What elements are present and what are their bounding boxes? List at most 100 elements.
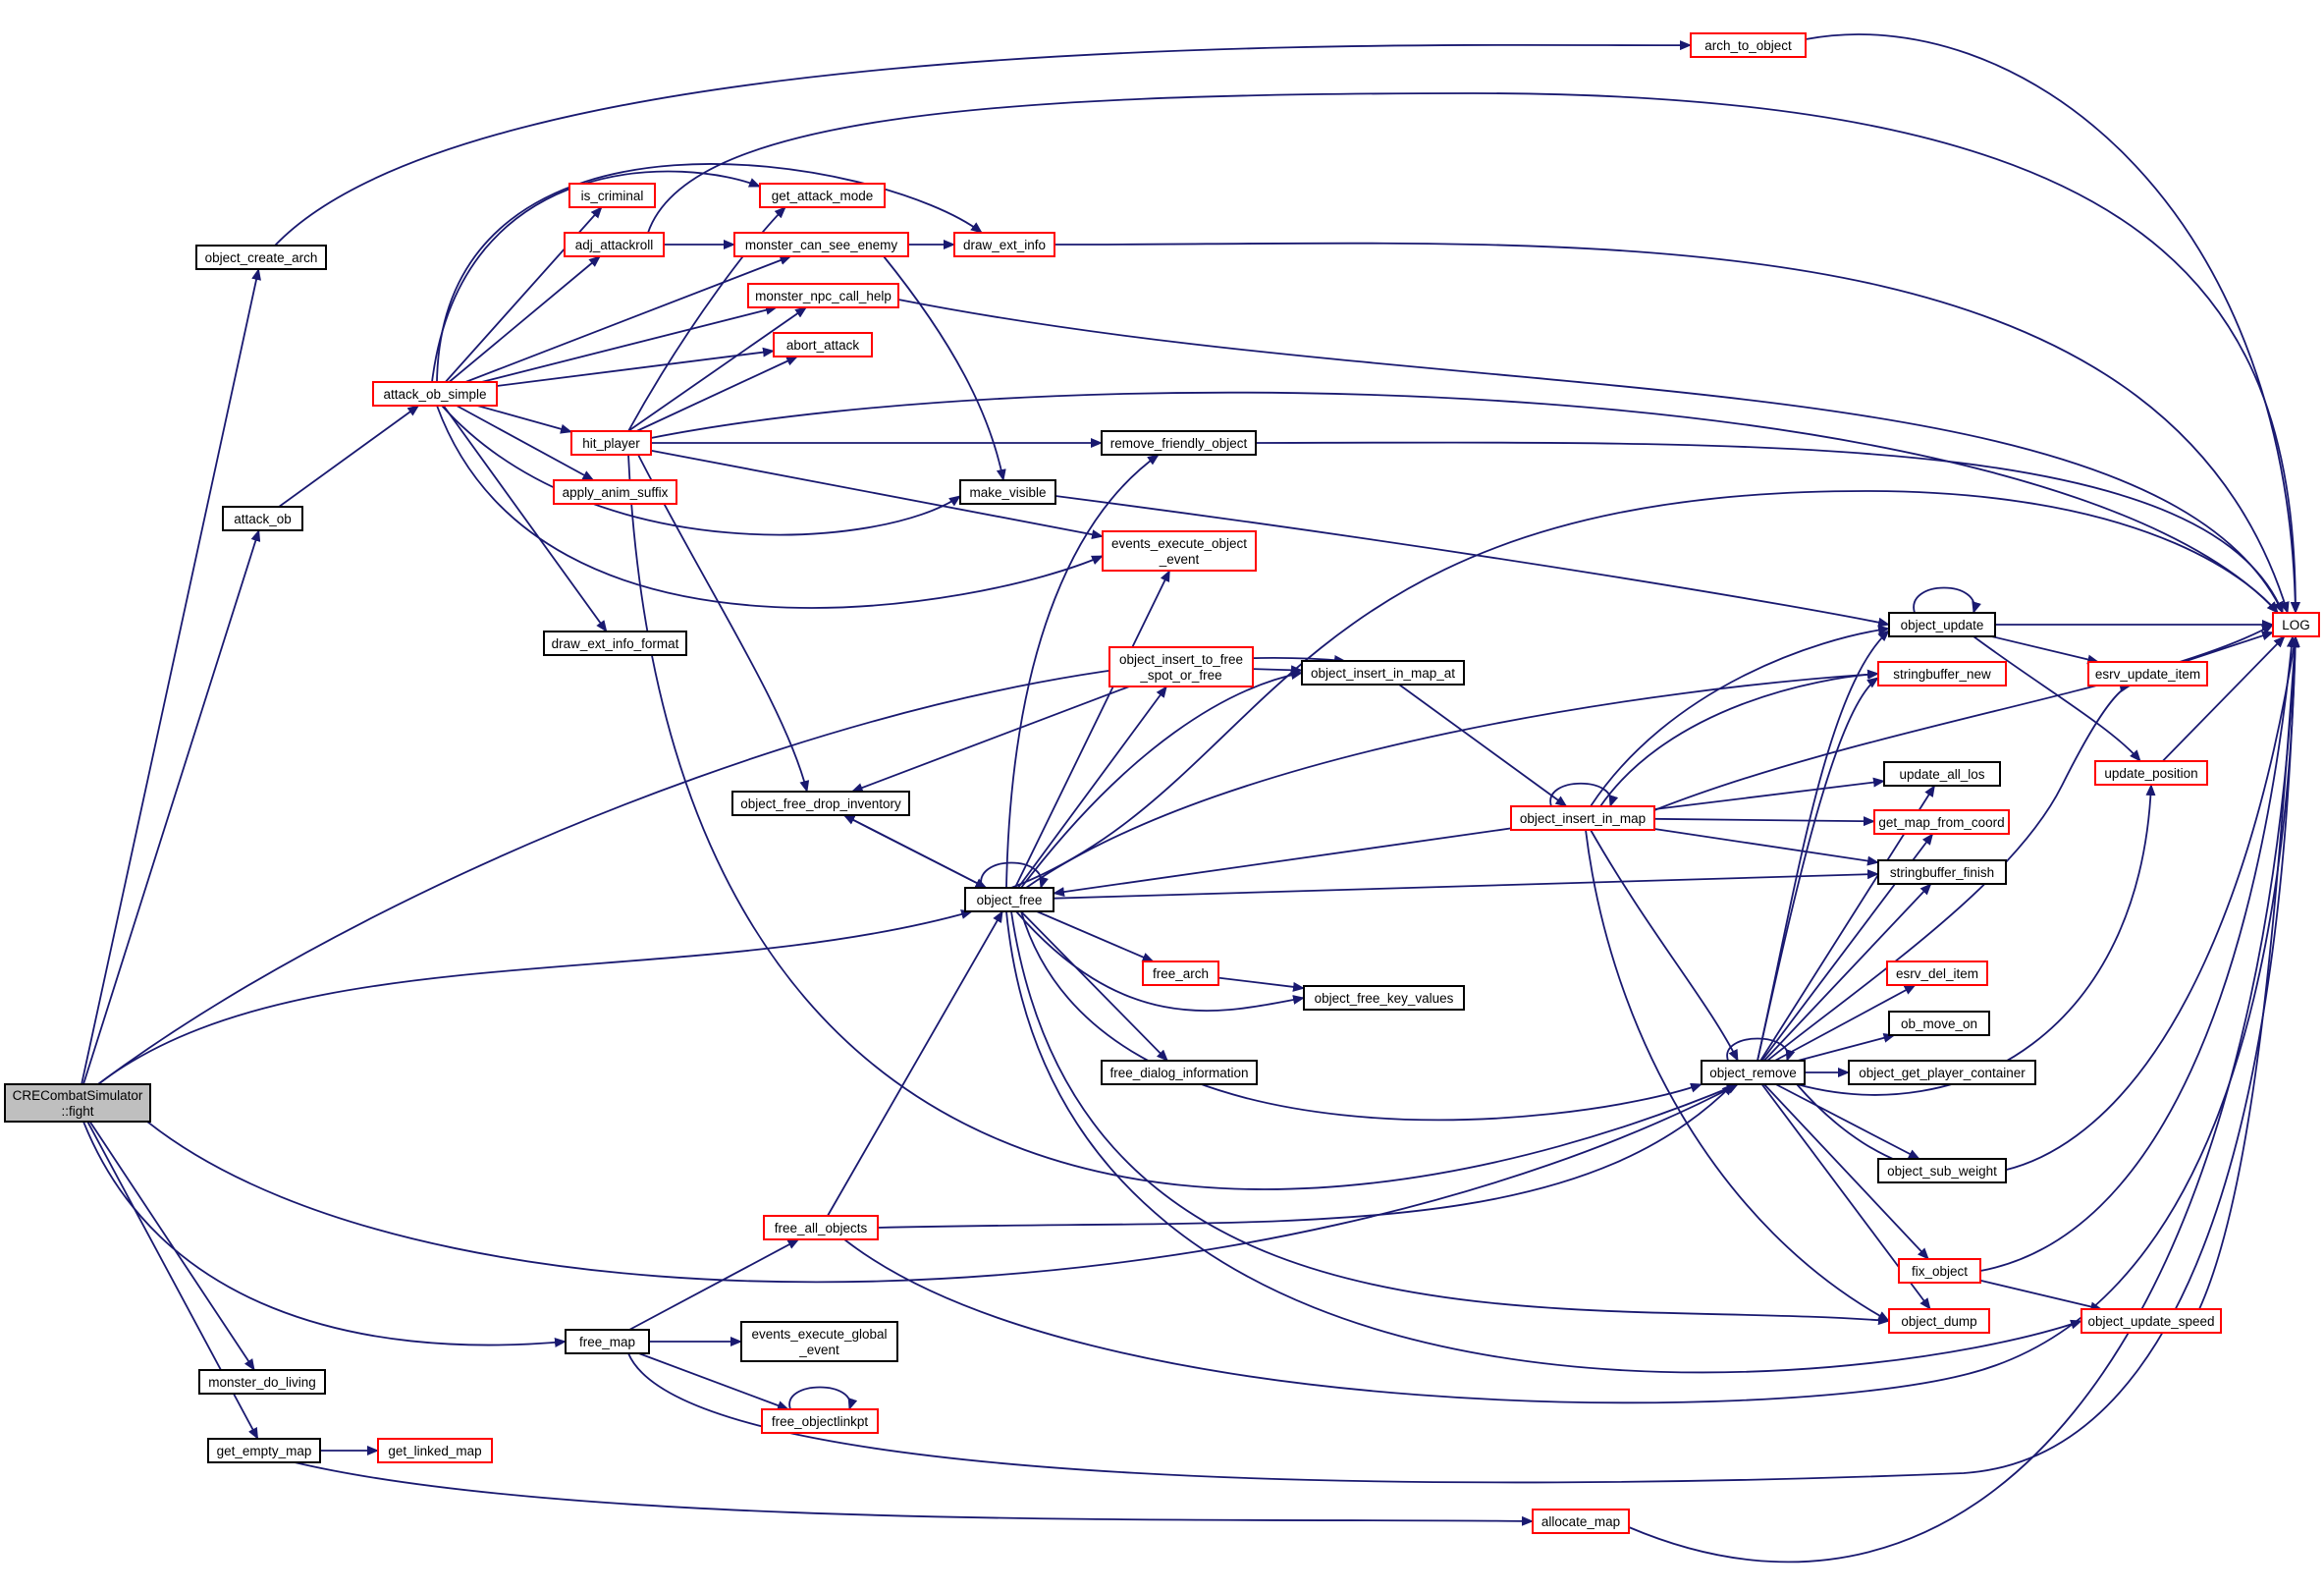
edge-object-remove-to-fix-object bbox=[1763, 1083, 1929, 1260]
edge-fix-object-to-LOG bbox=[1979, 635, 2297, 1272]
node-monster-do-living[interactable]: monster_do_living bbox=[198, 1369, 326, 1395]
node-object-free[interactable]: object_free bbox=[964, 887, 1054, 912]
node-draw-ext-info-format[interactable]: draw_ext_info_format bbox=[543, 631, 687, 656]
node-object-update-speed[interactable]: object_update_speed bbox=[2081, 1308, 2222, 1334]
node-esrv-del-item[interactable]: esrv_del_item bbox=[1886, 961, 1988, 986]
node-box bbox=[1101, 430, 1257, 456]
edge-object-insert-in-map-to-object-update bbox=[1590, 625, 1890, 807]
node-allocate-map[interactable]: allocate_map bbox=[1532, 1509, 1630, 1534]
node-free-all-objects[interactable]: free_all_objects bbox=[763, 1215, 879, 1240]
edge-object-insert-in-map-to-object-free bbox=[1053, 827, 1512, 898]
edge-attack-ob-simple-to-hit-player bbox=[476, 405, 572, 434]
node-label: apply_anim_suffix bbox=[563, 485, 669, 500]
edge-attack-ob-simple-to-apply-anim-suffix bbox=[456, 405, 595, 481]
node-abort-attack[interactable]: abort_attack bbox=[773, 332, 873, 357]
edge-make-visible-to-object-update bbox=[1054, 495, 1890, 628]
node-draw-ext-info[interactable]: draw_ext_info bbox=[953, 232, 1055, 257]
edge-free-all-objects-to-object-free bbox=[827, 910, 1003, 1217]
node-arch-to-object[interactable]: arch_to_object bbox=[1690, 32, 1807, 58]
node-label: draw_ext_info bbox=[963, 238, 1046, 252]
edge-object-insert-in-map-to-object-remove bbox=[1590, 829, 1739, 1062]
edge-object-remove-to-stringbuffer-new bbox=[1757, 677, 1879, 1062]
node-object-dump[interactable]: object_dump bbox=[1888, 1308, 1990, 1334]
node-box bbox=[964, 887, 1054, 912]
node-label: free_dialog_information bbox=[1109, 1066, 1248, 1080]
edge-object-remove-to-update-position bbox=[1796, 784, 2156, 1096]
edge-hit-player-to-object-free-drop-inventory bbox=[637, 454, 810, 793]
node-monster-npc-call-help[interactable]: monster_npc_call_help bbox=[747, 283, 899, 308]
node-get-attack-mode[interactable]: get_attack_mode bbox=[759, 183, 886, 208]
edge-object-update-to-update-position bbox=[1973, 635, 2141, 762]
node-events-execute-global-event[interactable]: events_execute_global_event bbox=[740, 1321, 898, 1362]
edge-monster-can-see-enemy-to-make-visible bbox=[883, 255, 1006, 481]
node-box bbox=[733, 232, 909, 257]
node-object-free-drop-inventory[interactable]: object_free_drop_inventory bbox=[731, 791, 910, 816]
node-object-insert-to-free-spot-or-free[interactable]: object_insert_to_free_spot_or_free bbox=[1108, 646, 1254, 687]
edge-update-position-to-LOG bbox=[2162, 635, 2286, 762]
node-free-map[interactable]: free_map bbox=[565, 1329, 650, 1354]
node-attack-ob-simple[interactable]: attack_ob_simple bbox=[372, 381, 498, 407]
node-root[interactable]: CRECombatSimulator::fight bbox=[4, 1083, 151, 1123]
node-box bbox=[1303, 985, 1465, 1011]
node-object-create-arch[interactable]: object_create_arch bbox=[195, 245, 327, 270]
node-get-map-from-coord[interactable]: get_map_from_coord bbox=[1873, 809, 2010, 835]
node-fix-object[interactable]: fix_object bbox=[1898, 1258, 1981, 1284]
node-box bbox=[1101, 1060, 1258, 1085]
node-events-execute-object-event[interactable]: events_execute_object_event bbox=[1102, 530, 1257, 572]
node-stringbuffer-new[interactable]: stringbuffer_new bbox=[1877, 661, 2007, 686]
node-box bbox=[731, 791, 910, 816]
node-label: object_remove bbox=[1709, 1066, 1797, 1080]
node-label: object_insert_to_free bbox=[1119, 652, 1243, 667]
node-label: hit_player bbox=[582, 436, 640, 451]
node-object-insert-in-map-at[interactable]: object_insert_in_map_at bbox=[1301, 660, 1465, 686]
node-label: monster_do_living bbox=[208, 1375, 316, 1390]
node-object-update[interactable]: object_update bbox=[1888, 612, 1996, 637]
node-adj-attackroll[interactable]: adj_attackroll bbox=[564, 232, 665, 257]
node-label: draw_ext_info_format bbox=[552, 636, 679, 651]
edge-hit-player-to-LOG bbox=[650, 391, 2279, 614]
edge-object-remove-to-LOG bbox=[1796, 635, 2299, 1177]
node-get-linked-map[interactable]: get_linked_map bbox=[377, 1438, 493, 1463]
node-remove-friendly-object[interactable]: remove_friendly_object bbox=[1101, 430, 1257, 456]
node-free-arch[interactable]: free_arch bbox=[1142, 961, 1219, 986]
node-label: stringbuffer_finish bbox=[1890, 865, 1994, 880]
node-label: CRECombatSimulator bbox=[13, 1088, 143, 1103]
edge-root-to-attack-ob bbox=[82, 529, 261, 1085]
node-box bbox=[1898, 1258, 1981, 1284]
node-box bbox=[1301, 660, 1465, 686]
node-LOG[interactable]: LOG bbox=[2272, 612, 2320, 637]
node-stringbuffer-finish[interactable]: stringbuffer_finish bbox=[1877, 859, 2007, 885]
edges-layer bbox=[81, 33, 2300, 1564]
node-esrv-update-item[interactable]: esrv_update_item bbox=[2087, 661, 2208, 686]
edge-free-map-to-free-objectlinkpt bbox=[638, 1352, 789, 1410]
node-free-objectlinkpt[interactable]: free_objectlinkpt bbox=[761, 1408, 879, 1434]
edge-object-free-drop-inventory-to-object-free bbox=[843, 814, 988, 889]
node-label: monster_npc_call_help bbox=[755, 289, 892, 303]
node-ob-move-on[interactable]: ob_move_on bbox=[1888, 1011, 1990, 1036]
node-free-dialog-information[interactable]: free_dialog_information bbox=[1101, 1060, 1258, 1085]
node-box bbox=[1102, 530, 1257, 572]
edge-object-remove-to-esrv-update-item bbox=[1766, 683, 2132, 1062]
node-label: update_position bbox=[2104, 766, 2197, 781]
node-object-get-player-container[interactable]: object_get_player_container bbox=[1848, 1060, 2036, 1085]
node-box bbox=[564, 232, 665, 257]
node-update-all-los[interactable]: update_all_los bbox=[1883, 761, 2001, 787]
node-attack-ob[interactable]: attack_ob bbox=[222, 506, 303, 531]
node-hit-player[interactable]: hit_player bbox=[570, 430, 652, 456]
node-make-visible[interactable]: make_visible bbox=[959, 479, 1056, 505]
node-get-empty-map[interactable]: get_empty_map bbox=[207, 1438, 321, 1463]
node-monster-can-see-enemy[interactable]: monster_can_see_enemy bbox=[733, 232, 909, 257]
node-update-position[interactable]: update_position bbox=[2094, 760, 2208, 786]
node-object-insert-in-map[interactable]: object_insert_in_map bbox=[1510, 805, 1655, 831]
node-label: free_map bbox=[579, 1335, 635, 1349]
node-label: events_execute_global bbox=[751, 1327, 887, 1342]
node-apply-anim-suffix[interactable]: apply_anim_suffix bbox=[553, 479, 677, 505]
node-label: get_linked_map bbox=[388, 1444, 481, 1458]
node-is-criminal[interactable]: is_criminal bbox=[568, 183, 656, 208]
node-box bbox=[759, 183, 886, 208]
node-object-remove[interactable]: object_remove bbox=[1701, 1060, 1806, 1085]
edge-object-insert-in-map-to-stringbuffer-new bbox=[1599, 669, 1879, 807]
node-object-sub-weight[interactable]: object_sub_weight bbox=[1877, 1158, 2007, 1183]
edge-object-update-to-object-update bbox=[1913, 586, 1981, 614]
node-object-free-key-values[interactable]: object_free_key_values bbox=[1303, 985, 1465, 1011]
